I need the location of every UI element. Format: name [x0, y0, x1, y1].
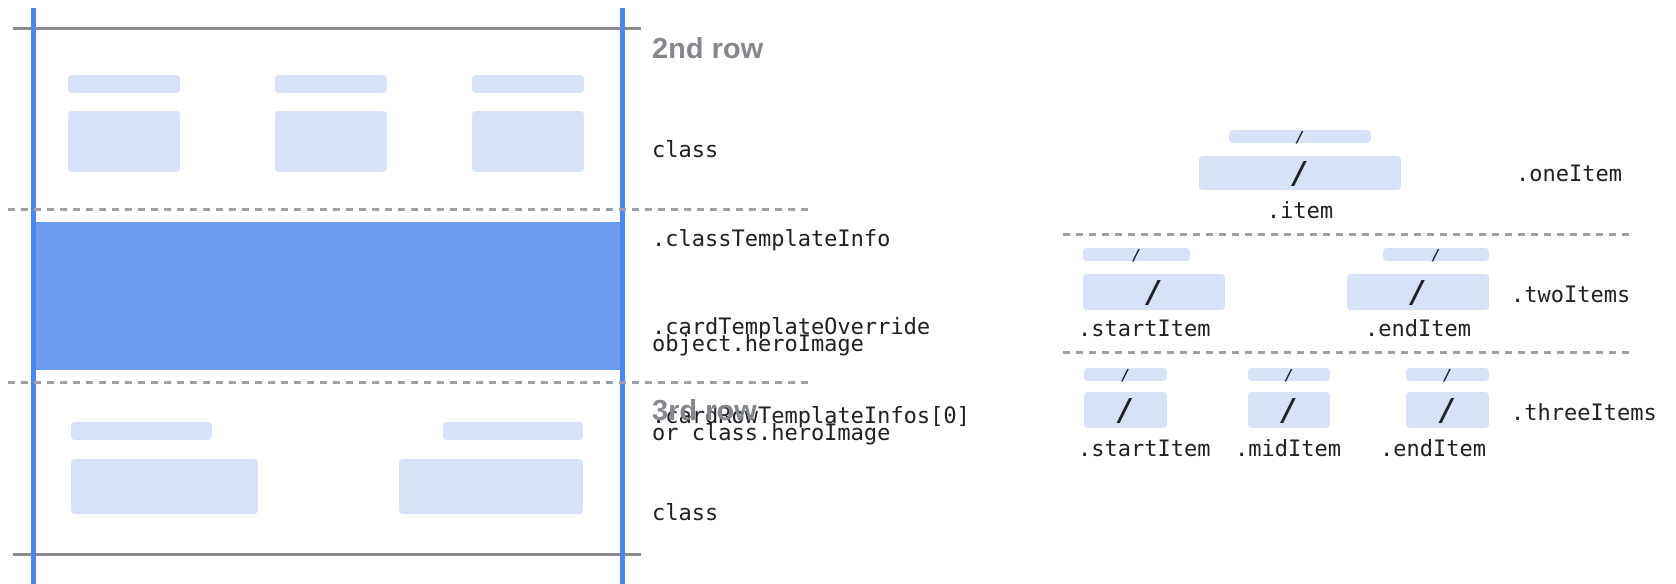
slash-placeholder: /	[1408, 274, 1428, 310]
three-items-end-label-bar: /	[1406, 365, 1489, 384]
one-item-value-bar: /	[1199, 155, 1401, 191]
one-item-item-label: .item	[1266, 199, 1334, 224]
slash-placeholder: /	[1144, 274, 1164, 310]
slash-placeholder: /	[1438, 392, 1457, 428]
three-items-end-value-bar: /	[1406, 392, 1489, 428]
card-right-edge-line	[620, 8, 625, 584]
two-items-start-label-bar: /	[1083, 245, 1190, 264]
card-left-edge-line	[31, 8, 36, 584]
slash-placeholder: /	[1279, 392, 1299, 428]
one-item-row-label: .oneItem	[1516, 162, 1622, 187]
second-row-value-block-1	[68, 111, 180, 172]
two-items-end-value-bar: /	[1347, 274, 1489, 310]
third-row-value-block-1	[71, 459, 258, 514]
one-item-label-bar: /	[1229, 127, 1371, 146]
slash-placeholder: /	[1290, 155, 1310, 191]
code-line: .cardTemplateOverride	[652, 315, 931, 340]
second-row-value-block-2	[275, 111, 387, 172]
second-row-heading: 2nd row	[652, 33, 764, 65]
three-items-mid-item-label: .midItem	[1235, 437, 1341, 462]
three-items-mid-label-bar: /	[1248, 365, 1330, 384]
code-line: object.heroImage	[652, 332, 864, 357]
third-row-label-bar-1	[71, 422, 212, 440]
three-items-start-label-bar: /	[1084, 365, 1167, 384]
hero-image-code-path: object.heroImage or class.heroImage	[652, 271, 890, 507]
third-row-value-block-2	[399, 459, 583, 514]
three-items-row-label: .threeItems	[1511, 401, 1657, 426]
slash-placeholder: /	[1295, 127, 1305, 146]
three-items-mid-value-bar: /	[1248, 392, 1330, 428]
two-items-end-label-bar: /	[1383, 245, 1489, 264]
third-row-label-bar-2	[443, 422, 583, 440]
second-row-label-bar-3	[472, 75, 584, 93]
slash-placeholder: /	[1431, 245, 1441, 264]
code-line: .classTemplateInfo	[652, 226, 891, 252]
slash-placeholder: /	[1442, 365, 1453, 384]
code-line: .cardRowTemplateInfos[0]	[652, 403, 970, 429]
three-items-end-item-label: .endItem	[1380, 437, 1486, 462]
third-row-code-path: class .classTemplateInfo .cardTemplateOv…	[652, 440, 970, 584]
hero-image-band	[31, 222, 625, 370]
second-row-code-path: class .classTemplateInfo .cardTemplateOv…	[652, 77, 970, 490]
second-row-label-bar-1	[68, 75, 180, 93]
second-row-value-block-3	[472, 111, 584, 172]
code-line: or class.heroImage	[652, 420, 891, 446]
three-items-start-item-label: .startItem	[1078, 437, 1211, 462]
template-separator-dashed-line-2	[1063, 351, 1629, 354]
card-top-edge-line	[13, 27, 641, 30]
slash-placeholder: /	[1131, 245, 1142, 264]
slash-placeholder: /	[1284, 365, 1294, 384]
row-separator-dashed-line-bottom	[8, 381, 813, 384]
code-line: class	[652, 138, 719, 163]
row-separator-dashed-line-top	[8, 208, 813, 211]
slash-placeholder: /	[1120, 365, 1131, 384]
two-items-start-value-bar: /	[1083, 274, 1225, 310]
two-items-end-item-label: .endItem	[1365, 317, 1471, 342]
slash-placeholder: /	[1116, 392, 1135, 428]
second-row-label-bar-2	[275, 75, 387, 93]
third-row-heading: 3rd row	[652, 395, 757, 427]
two-items-start-item-label: .startItem	[1078, 317, 1211, 342]
code-line: class	[652, 501, 719, 526]
template-separator-dashed-line-1	[1063, 233, 1629, 236]
card-bottom-edge-line	[13, 553, 641, 556]
two-items-row-label: .twoItems	[1511, 283, 1631, 308]
three-items-start-value-bar: /	[1084, 392, 1167, 428]
